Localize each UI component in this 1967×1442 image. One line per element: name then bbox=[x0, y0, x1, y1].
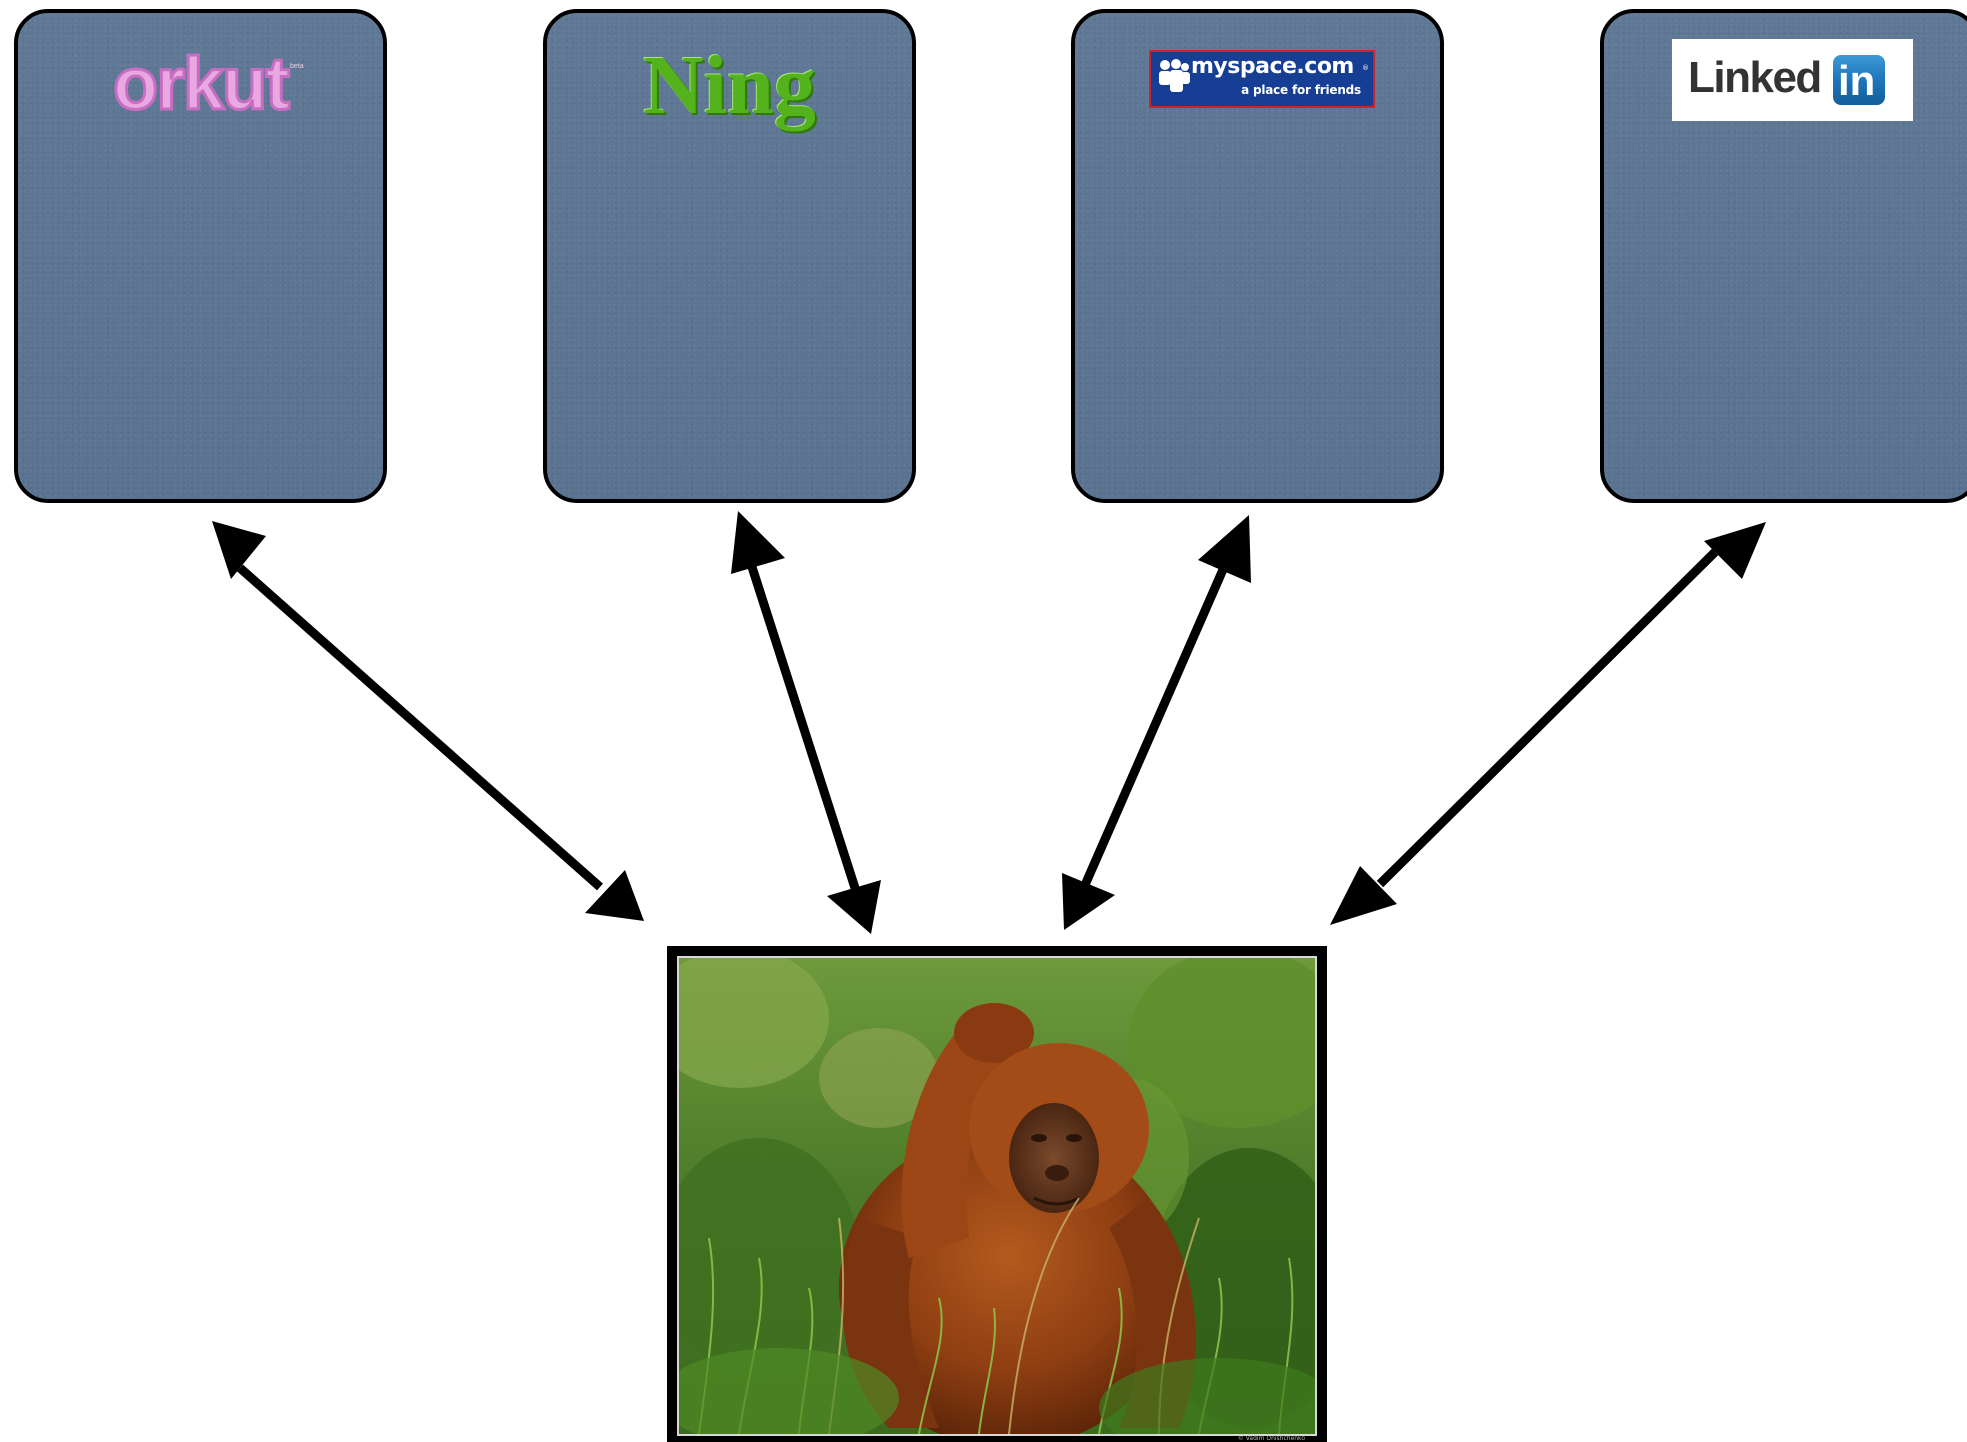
arrow-linkedin-photo bbox=[1330, 522, 1766, 925]
photo-credit: © Vadim Onishchenko bbox=[1237, 1435, 1305, 1442]
myspace-registered-mark: ® bbox=[1362, 64, 1369, 72]
myspace-logo: myspace.com ® a place for friends bbox=[1149, 50, 1375, 108]
linkedin-in-text: in bbox=[1838, 57, 1876, 104]
linkedin-card: Linked in bbox=[1600, 9, 1967, 503]
orkut-logo: orkut bbox=[112, 41, 292, 127]
photo-frame: © Vadim Onishchenko bbox=[667, 946, 1327, 1442]
linkedin-wordmark: Linked bbox=[1688, 53, 1822, 102]
arrow-orkut-photo bbox=[212, 521, 644, 921]
arrow-myspace-photo bbox=[1062, 515, 1251, 930]
arrow-group bbox=[212, 511, 1766, 934]
myspace-people-icon bbox=[1159, 59, 1190, 92]
orangutan-photo bbox=[677, 956, 1317, 1436]
linkedin-logo: Linked in bbox=[1672, 39, 1913, 121]
myspace-name: myspace.com bbox=[1191, 54, 1354, 79]
orangutan-photo-image bbox=[679, 958, 1315, 1434]
myspace-tagline: a place for friends bbox=[1241, 83, 1361, 97]
linkedin-in-badge: in bbox=[1833, 55, 1885, 105]
ning-logo: Ning bbox=[643, 39, 816, 132]
myspace-card: myspace.com ® a place for friends bbox=[1071, 9, 1444, 503]
arrow-ning-photo bbox=[731, 511, 881, 934]
ning-card: Ning bbox=[543, 9, 916, 503]
orkut-card: orkut beta bbox=[14, 9, 387, 503]
orkut-beta-label: beta bbox=[290, 63, 304, 70]
